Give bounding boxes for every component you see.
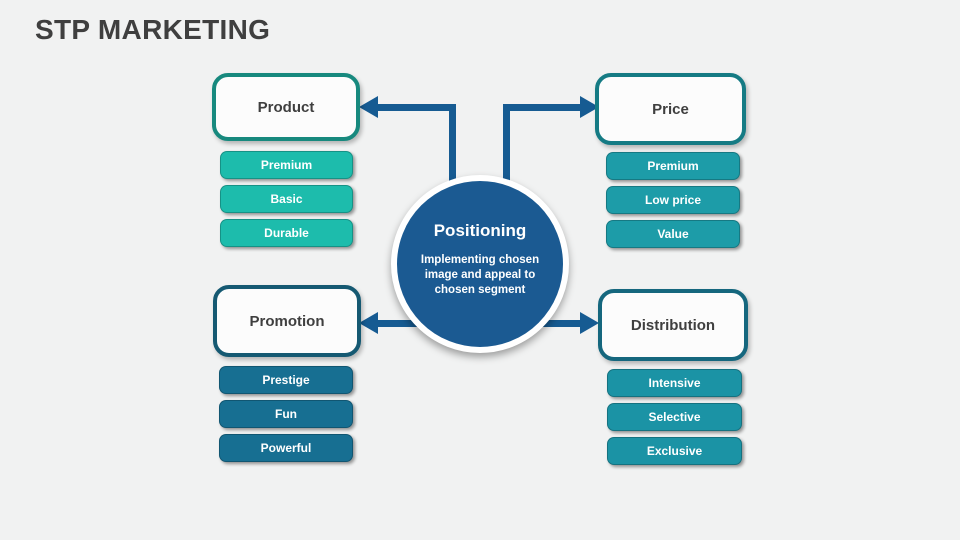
distribution-item: Intensive [607,369,742,397]
arrowhead-to-price-icon [580,96,599,118]
connector-product-horizontal [377,104,456,111]
distribution-box-label: Distribution [630,316,716,334]
arrowhead-to-distribution-icon [580,312,599,334]
product-item: Basic [220,185,353,213]
distribution-item: Selective [607,403,742,431]
distribution-items: Intensive Selective Exclusive [598,369,748,471]
promotion-box-label: Promotion [249,312,325,330]
price-box-label: Price [652,100,689,118]
connector-price-horizontal [503,104,581,111]
price-item: Premium [606,152,740,180]
product-item: Premium [220,151,353,179]
promotion-item: Prestige [219,366,353,394]
product-box: Product [212,73,360,141]
promotion-box: Promotion [213,285,361,357]
price-box: Price [595,73,746,145]
product-items: Premium Basic Durable [212,151,360,253]
product-item: Durable [220,219,353,247]
positioning-title: Positioning [433,221,527,240]
connector-price-vertical [503,104,510,186]
product-box-label: Product [257,98,315,116]
price-items: Premium Low price Value [595,152,746,254]
distribution-item: Exclusive [607,437,742,465]
arrowhead-to-product-icon [359,96,378,118]
arrowhead-to-promotion-icon [359,312,378,334]
promotion-items: Prestige Fun Powerful [213,366,361,468]
promotion-item: Fun [219,400,353,428]
price-item: Low price [606,186,740,214]
promotion-item: Powerful [219,434,353,462]
price-item: Value [606,220,740,248]
distribution-box: Distribution [598,289,748,361]
positioning-circle: Positioning Implementing chosen image an… [391,175,569,353]
positioning-description: Implementing chosen image and appeal to … [420,254,540,297]
slide-title: STP MARKETING [35,14,271,45]
connector-product-vertical [449,104,456,186]
